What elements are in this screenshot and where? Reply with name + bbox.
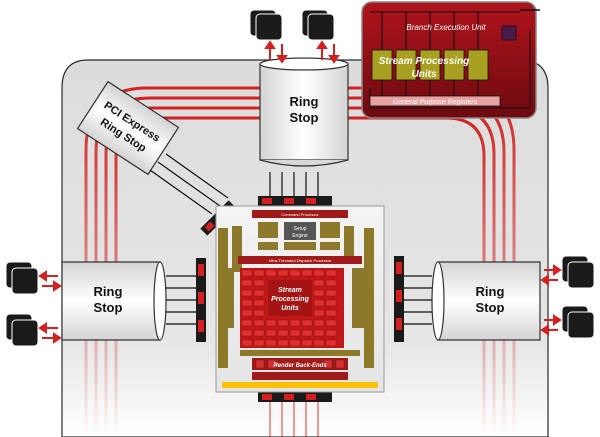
inset-panel: Branch Execution Unit Stream Processing … (361, 1, 540, 119)
setup-engine-label-2: Engine (292, 233, 308, 239)
setup-engine-label-1: Setup (293, 226, 306, 232)
left-ring-stop-group: Ring Stop (61, 261, 167, 341)
inset-stream-units-label-2: Units (412, 69, 437, 80)
gpr-bar (369, 95, 501, 107)
render-backends-label: Render Back-Ends (273, 363, 327, 369)
top-ring-stop-label-1: Ring (290, 94, 319, 109)
top-memory-arrows (264, 40, 340, 64)
top-connector (258, 172, 332, 206)
left-memory-arrows (38, 270, 62, 344)
top-memory-chips (249, 9, 335, 41)
left-ring-stop-label-2: Stop (94, 300, 123, 315)
branch-unit-box (501, 25, 517, 41)
pci-wires (149, 153, 229, 215)
right-memory-arrows (540, 264, 562, 336)
dispatch-label: Ultra-Threaded Dispatch Processor (269, 258, 332, 263)
gpr-label: General Purpose Registers (393, 99, 478, 106)
left-memory-chips (5, 261, 39, 347)
right-connector (394, 256, 432, 342)
chip-stream-units-label-3: Units (281, 305, 299, 312)
right-ring-stop-label-2: Stop (476, 300, 505, 315)
right-ring-stop-group: Ring Stop (431, 261, 541, 341)
chip-stream-units-label-1: Stream (278, 287, 302, 294)
left-connector (166, 258, 206, 342)
right-ring-stop-label-1: Ring (476, 284, 505, 299)
top-ring-stop-label-2: Stop (290, 110, 319, 125)
top-ring-stop-group: Ring Stop (259, 57, 349, 167)
pci-express-ring-stop: PCI Express Ring Stop (76, 80, 180, 176)
left-ring-stop-label-1: Ring (94, 284, 123, 299)
right-memory-chips (561, 255, 595, 339)
stream-processor-grid: Stream Processing Units (240, 268, 344, 348)
gpu-die: Command Processor Setup Engine Ultra-Thr… (215, 205, 385, 393)
branch-execution-unit-label: Branch Execution Unit (406, 23, 486, 32)
bottom-connector (258, 392, 332, 437)
inset-stream-units-label-1: Stream Processing (379, 56, 470, 67)
command-processor-label: Command Processor (281, 212, 319, 217)
chip-stream-units-label-2: Processing (271, 296, 309, 303)
